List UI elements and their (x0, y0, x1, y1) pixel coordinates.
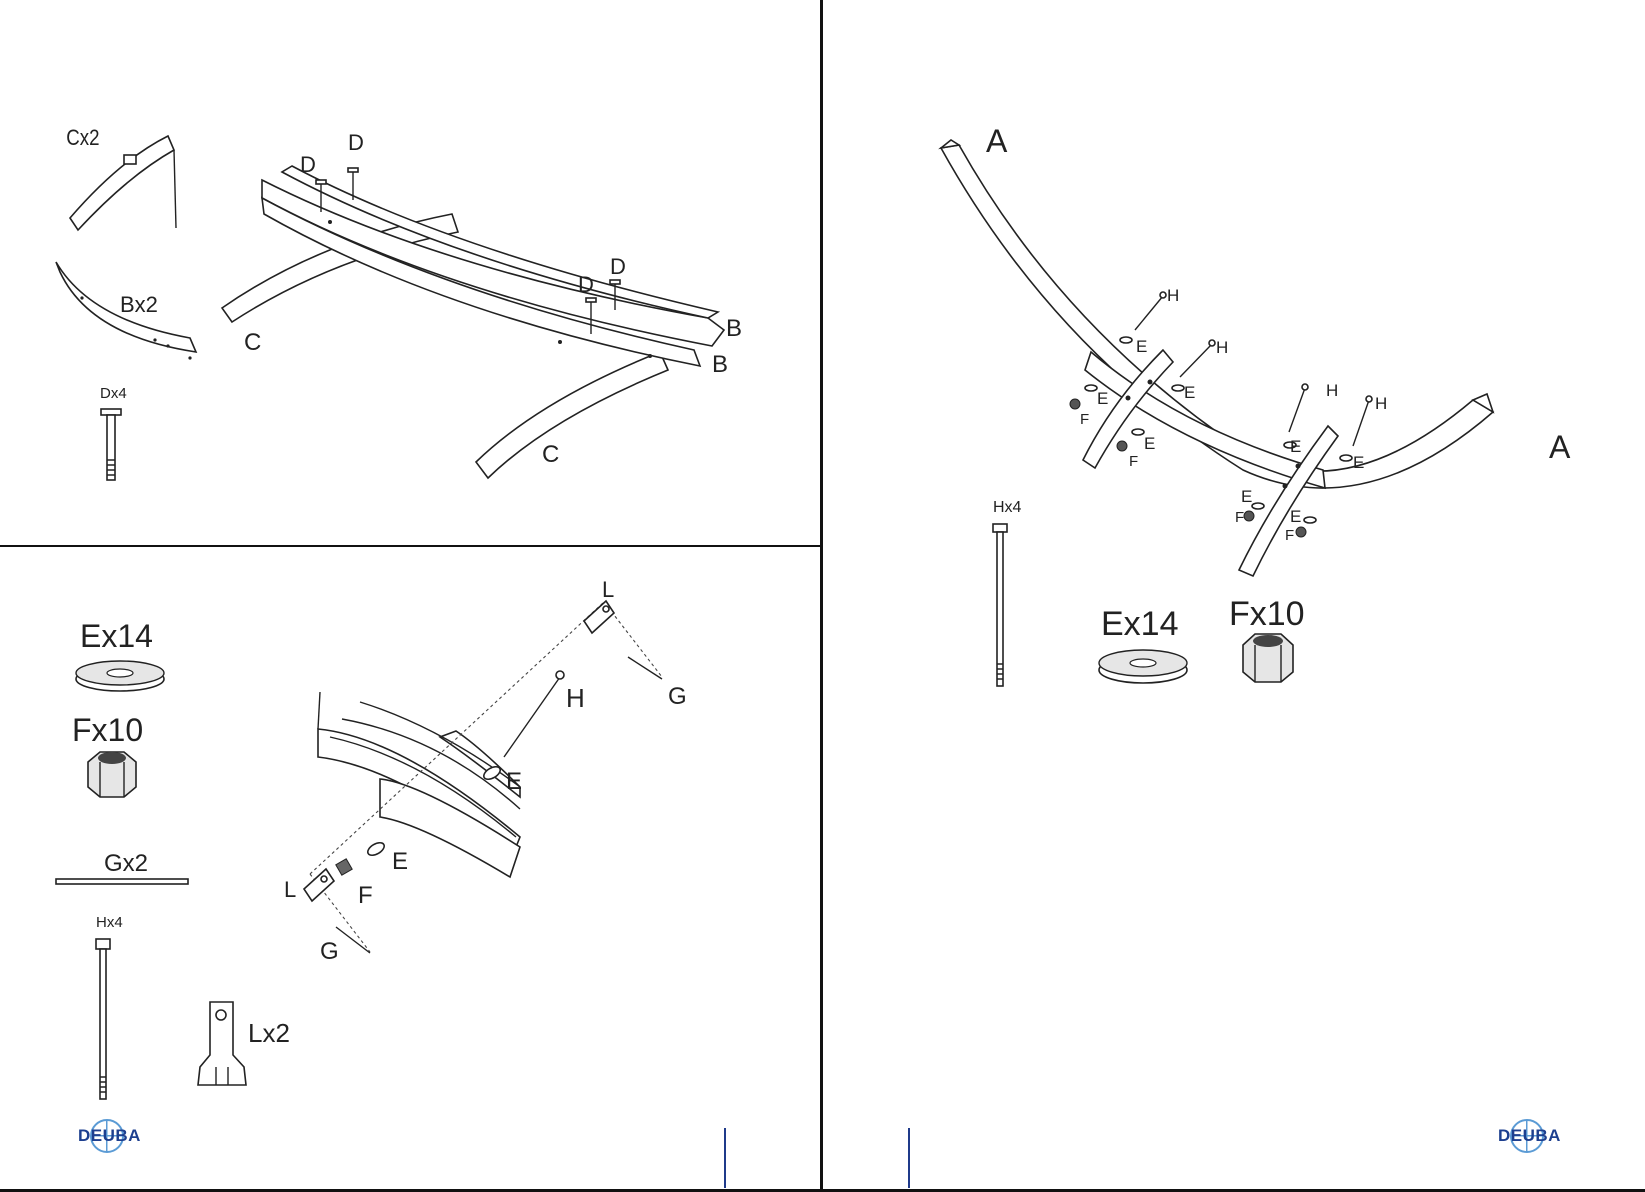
label-b: B (712, 351, 728, 378)
bolt-icon (1180, 340, 1215, 377)
step-panel-base-frame: Cx2 Bx2 Dx4 (0, 0, 820, 545)
washer-icon (1304, 517, 1316, 523)
washer-icon (1172, 385, 1184, 391)
beam-detail (318, 692, 520, 877)
part-h-count: Hx4 (993, 499, 1022, 516)
pin-icon (56, 879, 188, 884)
part-l-count: Lx2 (248, 1018, 290, 1048)
part-f-count: Fx10 (72, 712, 143, 748)
bolt-icon (96, 939, 110, 1099)
washer-icon (1085, 385, 1097, 391)
brand-logo-text: DEUBA (78, 1126, 141, 1146)
label-e: E (1136, 337, 1147, 356)
part-e-count: Ex14 (1101, 605, 1179, 643)
label-h: H (1375, 394, 1387, 413)
base-frame-diagram: Cx2 Bx2 Dx4 (0, 0, 820, 545)
step-panel-arc-assembly: A A H H H H E E E E E E E E F F F F Hx4 … (823, 0, 1645, 1192)
hex-nut-icon (336, 859, 352, 875)
label-g: G (320, 938, 339, 965)
label-e: E (392, 848, 408, 875)
label-f: F (1235, 509, 1244, 526)
bracket-icon (198, 1002, 246, 1085)
label-e: E (1290, 507, 1301, 526)
brand-logo: DEUBA (78, 1126, 141, 1146)
washer-icon (366, 840, 387, 858)
label-d: D (610, 254, 626, 279)
bracket-icon (584, 601, 614, 633)
step-panel-bolt-detail: Ex14 Fx10 Gx2 Hx4 Lx2 (0, 547, 820, 1192)
label-e: E (1144, 434, 1155, 453)
label-e: E (1097, 389, 1108, 408)
part-d-count: Dx4 (100, 385, 127, 402)
bracket-icon (304, 869, 334, 901)
label-f: F (1129, 453, 1138, 470)
pin-icon (336, 927, 370, 953)
label-e: E (1241, 487, 1252, 506)
hex-nut-icon (1117, 441, 1127, 451)
label-h: H (1167, 286, 1179, 305)
footer-rule (724, 1128, 726, 1188)
part-g-count: Gx2 (104, 850, 148, 877)
bolt-icon (101, 409, 121, 480)
label-e: E (1353, 453, 1364, 472)
washer-icon (76, 661, 164, 691)
label-h: H (1326, 381, 1338, 400)
part-h-count: Hx4 (96, 914, 123, 931)
label-c: C (542, 441, 559, 468)
label-d: D (300, 152, 316, 177)
label-e: E (1184, 383, 1195, 402)
label-c: C (244, 329, 261, 356)
bolt-detail-diagram: Ex14 Fx10 Gx2 Hx4 Lx2 (0, 547, 820, 1192)
brand-logo: DEUBA (1498, 1126, 1561, 1146)
hex-nut-icon (1070, 399, 1080, 409)
bolt-icon (993, 524, 1007, 686)
pin-icon (628, 657, 662, 679)
bolt-icon (1353, 396, 1372, 446)
part-f-count: Fx10 (1229, 595, 1305, 633)
bolt-icon (1135, 292, 1166, 330)
label-d: D (348, 130, 364, 155)
bolt-icon (1289, 384, 1308, 432)
washer-icon (1340, 455, 1352, 461)
label-e: E (506, 768, 522, 795)
label-l: L (602, 577, 614, 602)
label-f: F (358, 882, 373, 909)
label-a: A (986, 123, 1008, 159)
part-c-plate (124, 155, 136, 164)
label-h: H (566, 683, 585, 713)
brand-logo-text: DEUBA (1498, 1126, 1561, 1146)
washer-icon (1252, 503, 1264, 509)
beam-c-front (476, 352, 668, 478)
label-e: E (1290, 437, 1301, 456)
footer-rule (908, 1128, 910, 1188)
label-h: H (1216, 338, 1228, 357)
washer-icon (1099, 650, 1187, 683)
label-b: B (726, 315, 742, 342)
hex-nut-icon (88, 752, 136, 797)
part-e-count: Ex14 (80, 618, 153, 654)
part-b-count: Bx2 (120, 292, 158, 317)
hex-nut-icon (1243, 634, 1293, 682)
hex-nut-icon (1296, 527, 1306, 537)
label-f: F (1080, 411, 1089, 428)
label-g: G (668, 683, 687, 710)
label-l: L (284, 877, 296, 902)
label-d: D (578, 272, 594, 297)
part-c-count: Cx2 (66, 127, 99, 151)
label-a: A (1549, 429, 1571, 465)
bolt-icon (504, 671, 564, 757)
label-f: F (1285, 527, 1294, 544)
washer-icon (1120, 337, 1132, 343)
hex-nut-icon (1244, 511, 1254, 521)
arc-assembly-diagram: A A H H H H E E E E E E E E F F F F Hx4 … (823, 0, 1645, 1192)
washer-icon (1132, 429, 1144, 435)
